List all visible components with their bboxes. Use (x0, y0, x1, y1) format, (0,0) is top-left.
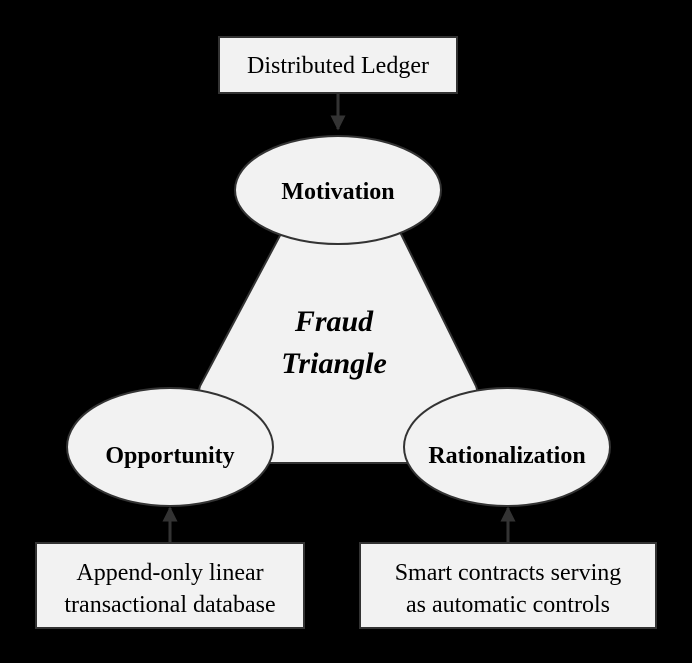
smart-contracts-label-line2: as automatic controls (406, 592, 610, 618)
rationalization-label: Rationalization (428, 443, 585, 469)
motivation-node (234, 135, 442, 245)
center-label-line2: Triangle (281, 347, 387, 380)
append-only-label-line1: Append-only linear (76, 560, 263, 586)
opportunity-node (66, 387, 274, 507)
center-label-line1: Fraud (294, 305, 374, 338)
smart-contracts-label-line1: Smart contracts serving (395, 560, 622, 586)
distributed-ledger-box (218, 36, 458, 94)
append-only-box (35, 542, 305, 629)
append-only-label-line2: transactional database (64, 592, 275, 618)
opportunity-label: Opportunity (105, 443, 234, 469)
rationalization-node (403, 387, 611, 507)
motivation-label: Motivation (281, 179, 394, 205)
distributed-ledger-label: Distributed Ledger (247, 53, 429, 79)
